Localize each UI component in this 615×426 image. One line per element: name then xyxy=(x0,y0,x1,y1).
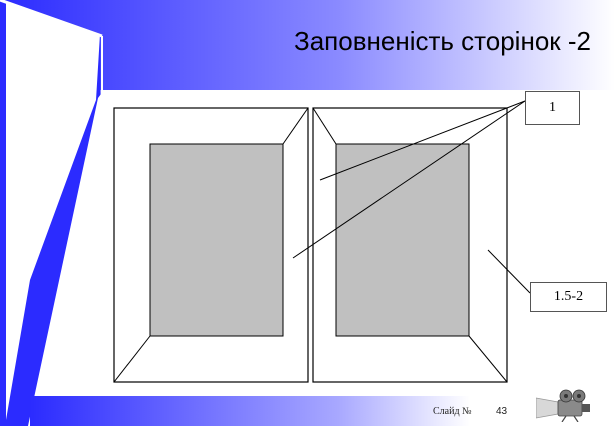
callout-label-1: 1 xyxy=(549,100,556,115)
slide-number: 43 xyxy=(496,406,508,417)
callout-label-2: 1.5-2 xyxy=(553,289,584,304)
right-page-text-block xyxy=(335,143,470,337)
left-page-diag-tr xyxy=(282,107,309,145)
slide-title: Заповненість сторінок -2 xyxy=(294,26,591,56)
slide-number-label: Слайд № xyxy=(433,406,472,417)
callout-2-pointer xyxy=(487,249,531,294)
left-page-text-block xyxy=(149,143,284,337)
callout-1-pointer-b xyxy=(292,100,526,259)
callout-box-2: 1.5-2 xyxy=(530,282,607,312)
callout-1-pointer-a xyxy=(319,100,526,181)
white-wedge xyxy=(6,2,100,420)
left-page-diag-bl xyxy=(113,335,151,383)
projector-icon[interactable] xyxy=(536,388,596,422)
callout-box-1: 1 xyxy=(525,91,580,125)
footer-bar xyxy=(30,396,470,426)
right-page-diag-br xyxy=(468,335,508,383)
right-page-diag-tl xyxy=(312,107,337,145)
